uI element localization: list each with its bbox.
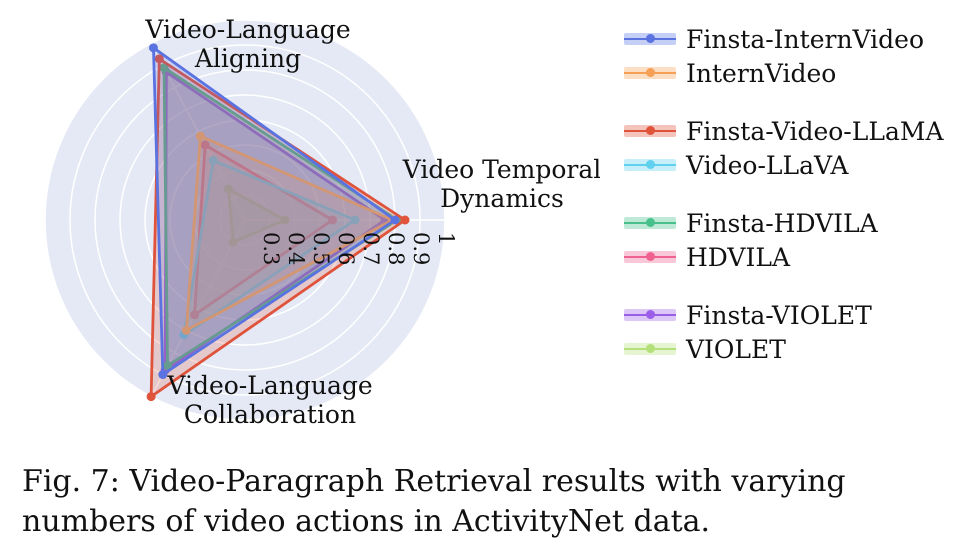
tick-label: 0.5 <box>309 232 333 265</box>
series-finsta-internvideo <box>148 43 400 380</box>
data-point <box>228 237 238 247</box>
series-video-llava <box>179 155 360 340</box>
series-area <box>228 189 285 243</box>
legend-label: Finsta-InternVideo <box>686 24 925 54</box>
series-area <box>186 136 393 331</box>
figure-caption: Fig. 7: Video-Paragraph Retrieval result… <box>22 464 846 539</box>
legend-item: HDVILA <box>624 240 964 274</box>
data-point <box>181 325 191 335</box>
legend-label: InternVideo <box>686 58 837 88</box>
tick-label: 0.3 <box>259 232 283 265</box>
data-point <box>400 215 410 225</box>
axis-title-line: Aligning <box>194 44 301 73</box>
legend-swatch <box>624 62 676 84</box>
legend-swatch <box>624 304 676 326</box>
legend-item: InternVideo <box>624 56 964 90</box>
data-point <box>350 215 360 225</box>
legend-group: Finsta-VIOLET VIOLET <box>624 298 964 366</box>
tick-label: 1 <box>434 232 458 245</box>
legend-item: Finsta-InternVideo <box>624 22 964 56</box>
data-point <box>148 43 158 53</box>
series-internvideo <box>181 131 397 335</box>
data-point <box>390 215 400 225</box>
series-violet <box>224 184 290 247</box>
data-point <box>280 215 290 225</box>
data-point <box>154 54 164 64</box>
legend-label: VIOLET <box>686 334 786 364</box>
legend-swatch <box>624 212 676 234</box>
legend-item: Finsta-HDVILA <box>624 206 964 240</box>
data-point <box>158 370 168 380</box>
axis-title-line: Video-Language <box>166 371 372 400</box>
data-point <box>224 184 234 194</box>
data-point <box>195 131 205 141</box>
legend-label: Finsta-VIOLET <box>686 300 872 330</box>
axis-title-line: Collaboration <box>184 400 356 429</box>
legend-swatch <box>624 28 676 50</box>
data-point <box>163 361 173 371</box>
series-line <box>182 159 357 337</box>
data-point <box>328 215 337 225</box>
legend-swatch <box>624 154 676 176</box>
legend-label: Finsta-Video-LLaMA <box>686 116 944 146</box>
series-area <box>183 160 355 335</box>
data-point <box>159 63 169 73</box>
axis-title-line: Video Temporal <box>402 155 600 184</box>
legend-swatch <box>624 120 676 142</box>
series-area <box>194 144 333 315</box>
series-line <box>152 46 397 376</box>
axis-title-line: Dynamics <box>440 184 564 213</box>
tick-label: 0.9 <box>409 232 433 265</box>
legend-swatch <box>624 246 676 268</box>
data-point <box>208 155 218 165</box>
legend-group: Finsta-Video-LLaMA Video-LLaVA <box>624 114 964 182</box>
tick-label: 0.8 <box>384 232 408 265</box>
tick-label: 0.4 <box>284 232 308 265</box>
radar-series <box>146 43 410 402</box>
legend-label: Finsta-HDVILA <box>686 208 878 238</box>
legend-label: HDVILA <box>686 242 790 272</box>
legend-item: VIOLET <box>624 332 964 366</box>
data-point <box>146 392 156 402</box>
legend-item: Finsta-VIOLET <box>624 298 964 332</box>
legend-swatch <box>624 338 676 360</box>
series-line <box>227 187 287 244</box>
tick-label: 0.7 <box>359 232 383 265</box>
series-area <box>153 47 395 375</box>
legend-group: Finsta-HDVILA HDVILA <box>624 206 964 274</box>
legend-item: Finsta-Video-LLaMA <box>624 114 964 148</box>
data-point <box>200 140 210 150</box>
series-area <box>164 67 398 366</box>
series-line <box>162 66 399 368</box>
tick-label: 0.6 <box>334 232 358 265</box>
axis-title-line: Video-Language <box>144 15 350 44</box>
series-line <box>184 134 394 332</box>
legend-item: Video-LLaVA <box>624 148 964 182</box>
legend-label: Video-LLaVA <box>686 150 849 180</box>
data-point <box>190 310 200 320</box>
